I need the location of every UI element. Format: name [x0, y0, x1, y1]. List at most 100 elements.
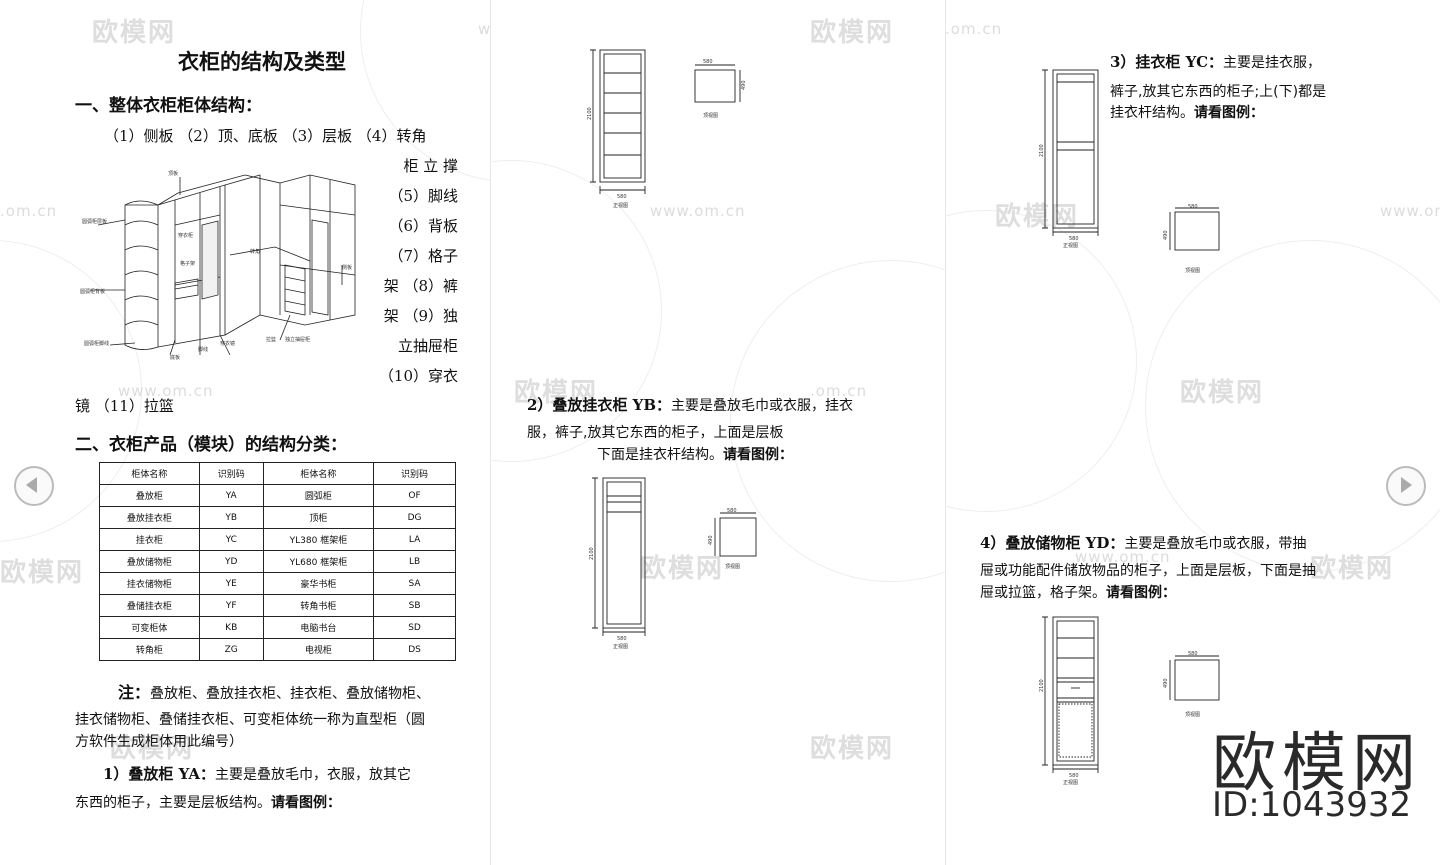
table-cell: DS: [373, 638, 456, 661]
view-label-top: 顶视图: [1185, 267, 1200, 274]
watermark-logo: 欧模网: [0, 558, 85, 588]
dim-depth: 490: [1163, 230, 1169, 240]
yc-cabinet-drawing: 2100 580 580 490 正视图 顶视图: [1039, 69, 1220, 274]
page-2: www.om.cn 欧模网 .om.cn 欧模网 欧模网 欧模网 2100 58…: [490, 0, 945, 865]
ya-text: 东西的柜子，主要是层板结构。: [75, 795, 271, 811]
table-cell: 圆弧柜: [262, 484, 375, 507]
brand-id: ID:1043932: [1212, 785, 1412, 825]
diagram-label: 独立抽屉柜: [285, 336, 310, 343]
yb-description: 2）叠放挂衣柜 YB：主要是叠放毛巾或衣服，挂衣 服，裤子,放其它东西的柜子，上…: [527, 392, 927, 463]
watermark-arc: [1145, 240, 1440, 572]
yd-description: 4）叠放储物柜 YD：主要是叠放毛巾或衣服，带抽 屉或功能配件储放物品的柜子，上…: [980, 530, 1400, 601]
parts-right-line: （6）背板: [388, 217, 458, 235]
view-label-front: 正视图: [613, 643, 628, 650]
table-header: 识别码: [198, 462, 264, 485]
table-cell: 挂衣储物柜: [99, 572, 200, 595]
table-cell: SB: [373, 594, 456, 617]
ya-text: 主要是叠放毛巾，衣服，放其它: [215, 767, 412, 783]
table-cell: 叠储挂衣柜: [99, 594, 200, 617]
note-text: 叠放柜、叠放挂衣柜、挂衣柜、叠放储物柜、: [150, 686, 431, 702]
table-cell: 电视柜: [262, 638, 375, 661]
dim-height: 2100: [589, 547, 595, 560]
table-cell: 叠放挂衣柜: [99, 506, 200, 529]
table-cell: YL680 框架柜: [262, 550, 375, 573]
table-header: 识别码: [373, 462, 456, 485]
see-figure: 请看图例：: [723, 447, 793, 463]
diagram-label: 转角: [250, 248, 260, 255]
parts-right-line: 架 （9）独: [383, 307, 458, 325]
chevron-right-icon: [1401, 477, 1412, 493]
see-figure: 请看图例：: [1194, 105, 1264, 121]
table-cell: YA: [198, 484, 264, 507]
yb-text: 主要是叠放毛巾或衣服，挂衣: [671, 398, 854, 414]
view-label-front: 正视图: [1063, 242, 1078, 249]
watermark-logo: 欧模网: [1180, 378, 1265, 408]
yc-text: 裤子,放其它东西的柜子;上(下)都是: [1110, 84, 1327, 100]
diagram-label: 顶板: [168, 170, 178, 177]
diagram-label: 格子架: [180, 260, 195, 267]
diagram-label: 底板: [170, 354, 180, 361]
diagram-label: 侧板: [342, 264, 352, 271]
yb-text: 下面是挂衣杆结构。: [597, 447, 723, 463]
see-figure: 请看图例：: [1106, 585, 1176, 601]
brand-logo: 欧模网: [1212, 727, 1422, 801]
ya-heading: 1）叠放柜 YA：: [103, 765, 216, 783]
page-separator: [490, 0, 491, 865]
yc-description: 3）挂衣柜 YC：主要是挂衣服， 裤子,放其它东西的柜子;上(下)都是 挂衣杆结…: [1110, 50, 1400, 122]
diagram-label: 穿衣柜: [178, 232, 193, 239]
dim-height: 2100: [1039, 144, 1045, 157]
watermark-logo: 欧模网: [92, 18, 177, 48]
parts-line: （1）侧板 （2）顶、底板 （3）层板 （4）转角: [104, 127, 427, 145]
next-page-button[interactable]: [1386, 466, 1426, 506]
ya-cabinet-drawing: 2100 580 580 490 正视图 顶视图: [587, 49, 747, 209]
yd-cabinet-drawing: 2100 580 580 490 正视图 顶视图: [1039, 616, 1220, 786]
table-cell: 转角柜: [99, 638, 200, 661]
table-cell: SD: [373, 616, 456, 639]
watermark-url: .om.cn: [945, 20, 1003, 38]
dim-depth: 490: [708, 535, 714, 545]
diagram-label: 穿衣镜: [220, 340, 235, 347]
section2-heading: 二、衣柜产品（模块）的结构分类：: [75, 435, 347, 455]
dim-width: 580: [617, 194, 627, 200]
parts-right-line: 架 （8）裤: [383, 277, 458, 295]
table-cell: OF: [373, 484, 456, 507]
dim-top-width: 580: [1188, 651, 1198, 657]
parts-line-last: 镜 （11）拉篮: [75, 397, 174, 415]
view-label-front: 正视图: [613, 202, 628, 209]
view-label-top: 顶视图: [703, 112, 718, 119]
dim-width: 580: [1069, 773, 1079, 779]
dim-width: 580: [617, 636, 627, 642]
watermark-logo: 欧模网: [810, 734, 895, 764]
yc-text: 挂衣杆结构。: [1110, 105, 1194, 121]
table-cell: KB: [198, 616, 264, 639]
table-cell: ZG: [198, 638, 264, 661]
table-cell: 豪华书柜: [262, 572, 375, 595]
table-cell: 转角书柜: [262, 594, 375, 617]
table-cell: 叠放柜: [99, 484, 200, 507]
dim-depth: 490: [741, 80, 747, 90]
parts-right-line: （10）穿衣: [378, 367, 458, 385]
section1-heading: 一、整体衣柜柜体结构：: [75, 96, 262, 116]
note-label: 注：: [118, 683, 151, 702]
yb-heading: 2）叠放挂衣柜 YB：: [527, 396, 672, 414]
parts-right-line: 立抽屉柜: [397, 337, 458, 355]
diagram-label: 圆弧柜层板: [82, 218, 107, 225]
table-cell: 挂衣柜: [99, 528, 200, 551]
dim-width: 580: [1069, 236, 1079, 242]
prev-page-button[interactable]: [14, 466, 54, 506]
table-cell: YB: [198, 506, 264, 529]
table-cell: 叠放储物柜: [99, 550, 200, 573]
table-cell: YC: [198, 528, 264, 551]
watermark-url: .om.cn: [0, 202, 58, 220]
table-cell: LB: [373, 550, 456, 573]
note-text: 挂衣储物柜、叠储挂衣柜、可变柜体统一称为直型柜（圆: [75, 712, 425, 728]
diagram-label: 脚线: [198, 346, 208, 353]
watermark-url: www.om.cn: [1380, 202, 1440, 220]
table-cell: 电脑书台: [262, 616, 375, 639]
